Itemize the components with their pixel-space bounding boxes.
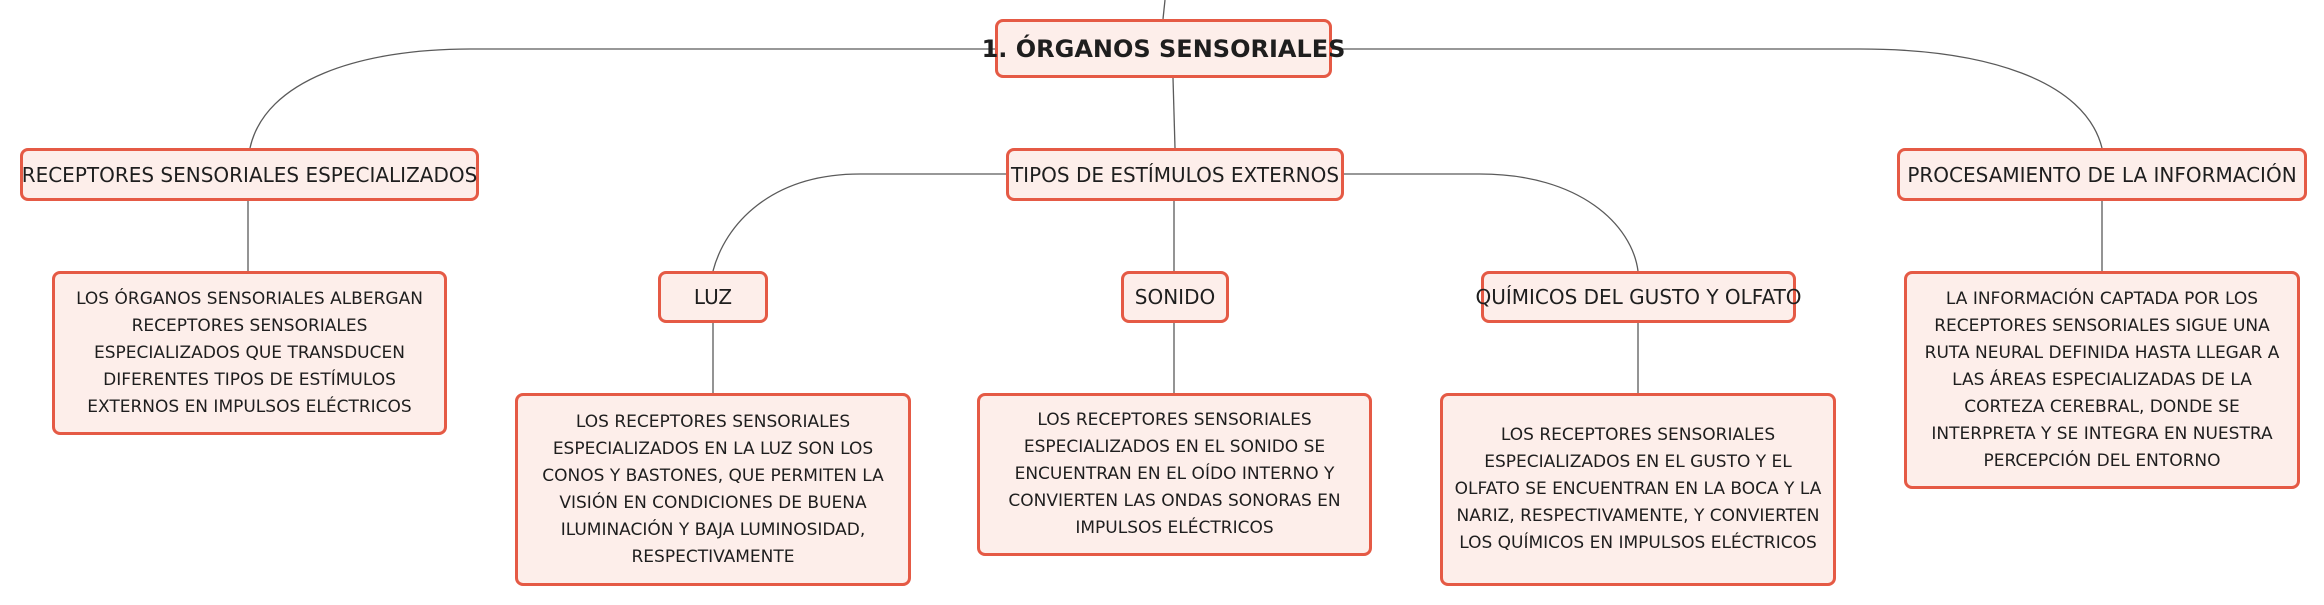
connector-central-to-estimulos: [1172, 77, 1176, 149]
central-topic[interactable]: 1. ÓRGANOS SENSORIALES: [982, 19, 1345, 78]
connector-estimulos-to-luz: [712, 173, 1008, 272]
desc-luz-text: LOS RECEPTORES SENSORIALES ESPECIALIZADO…: [542, 411, 884, 567]
topic-quimicos[interactable]: QUÍMICOS DEL GUSTO Y OLFATO: [1475, 271, 1802, 323]
topic-luz[interactable]: LUZ: [658, 271, 768, 323]
topic-receptores-label: RECEPTORES SENSORIALES ESPECIALIZADOS: [21, 162, 478, 187]
connector-central-to-procesamiento: [1332, 48, 2103, 149]
desc-sonido-text: LOS RECEPTORES SENSORIALES ESPECIALIZADO…: [1008, 410, 1341, 538]
desc-receptores-text: LOS ÓRGANOS SENSORIALES ALBERGAN RECEPTO…: [76, 288, 423, 417]
desc-quimicos[interactable]: LOS RECEPTORES SENSORIALES ESPECIALIZADO…: [1440, 393, 1836, 586]
topic-receptores[interactable]: RECEPTORES SENSORIALES ESPECIALIZADOS: [20, 148, 479, 201]
desc-procesamiento-text: LA INFORMACIÓN CAPTADA POR LOS RECEPTORE…: [1924, 288, 2280, 471]
connector-parent-to-central: [1162, 0, 1166, 20]
connector-central-to-receptores: [249, 48, 995, 149]
connector-estimulos-to-quimicos: [1342, 173, 1639, 272]
desc-quimicos-text: LOS RECEPTORES SENSORIALES ESPECIALIZADO…: [1454, 425, 1822, 553]
topic-quimicos-label: QUÍMICOS DEL GUSTO Y OLFATO: [1475, 285, 1802, 309]
topic-sonido-label: SONIDO: [1134, 285, 1216, 309]
topic-procesamiento-label: PROCESAMIENTO DE LA INFORMACIÓN: [1907, 162, 2297, 187]
topic-luz-label: LUZ: [693, 285, 733, 309]
central-topic-label: 1. ÓRGANOS SENSORIALES: [981, 34, 1346, 63]
desc-luz[interactable]: LOS RECEPTORES SENSORIALES ESPECIALIZADO…: [515, 393, 911, 586]
desc-sonido[interactable]: LOS RECEPTORES SENSORIALES ESPECIALIZADO…: [977, 393, 1372, 556]
topic-estimulos[interactable]: TIPOS DE ESTÍMULOS EXTERNOS: [1006, 148, 1344, 201]
topic-procesamiento[interactable]: PROCESAMIENTO DE LA INFORMACIÓN: [1897, 148, 2307, 201]
desc-procesamiento[interactable]: LA INFORMACIÓN CAPTADA POR LOS RECEPTORE…: [1904, 271, 2300, 489]
desc-receptores[interactable]: LOS ÓRGANOS SENSORIALES ALBERGAN RECEPTO…: [52, 271, 447, 435]
topic-sonido[interactable]: SONIDO: [1121, 271, 1229, 323]
topic-estimulos-label: TIPOS DE ESTÍMULOS EXTERNOS: [1010, 162, 1340, 187]
